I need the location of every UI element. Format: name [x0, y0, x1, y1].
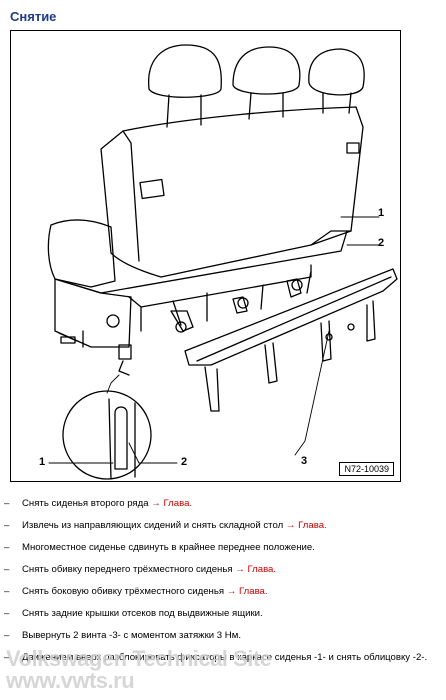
step-text: Снять задние крышки отсеков под выдвижны… — [22, 608, 263, 619]
detail-circle — [62, 390, 152, 480]
backrest — [100, 106, 364, 278]
step-text: Снять сиденья второго ряда — [22, 498, 149, 509]
seat-cushion — [47, 219, 116, 288]
list-item: – Снять сиденья второго ряда → Глава. — [4, 498, 444, 520]
list-item: – Вывернуть 2 винта -3- с моментом затяжк… — [4, 630, 444, 652]
step-text: Многоместное сиденье сдвинуть в крайнее … — [22, 542, 315, 553]
list-dash: – — [4, 564, 10, 575]
step-text: Вывернуть 2 винта -3- с моментом затяжки… — [22, 630, 241, 641]
list-item: – Снять обивку переднего трёхместного сид… — [4, 564, 444, 586]
headrest-right — [308, 48, 365, 96]
step-text: Снять обивку переднего трёхместного сиде… — [22, 564, 233, 575]
step-text: Движением вверх разблокировать фиксаторы… — [22, 652, 428, 663]
seat-illustration — [47, 44, 398, 480]
watermark-line-2: www.vwts.ru — [6, 668, 135, 693]
list-dash: – — [4, 630, 10, 641]
section-title: Снятие — [10, 9, 57, 24]
chapter-link[interactable]: → Глава. — [226, 586, 268, 597]
list-dash: – — [4, 542, 10, 553]
watermark-line-1: Volkswagen Technical Site — [6, 646, 272, 671]
callout-1-detail: 1 — [39, 456, 46, 468]
steps-list: – Снять сиденья второго ряда → Глава. – Из… — [4, 498, 444, 674]
list-item: – Многоместное сиденье сдвинуть в крайнее… — [4, 542, 444, 564]
callout-1: 1 — [378, 207, 385, 219]
list-item: – Движением вверх разблокировать фиксатор… — [4, 652, 444, 674]
watermark: Volkswagen Technical Site www.vwts.ru — [6, 646, 272, 693]
chapter-link[interactable]: → Глава. — [235, 564, 277, 575]
chapter-link[interactable]: → Глава. — [151, 498, 193, 509]
seat-frame — [128, 264, 312, 332]
figure-code: N72-10039 — [339, 462, 394, 476]
headrest-middle — [232, 46, 301, 95]
callout-2: 2 — [378, 237, 385, 249]
list-item: – Снять задние крышки отсеков под выдвижн… — [4, 608, 444, 630]
list-item: – Снять боковую обивку трёхместного сиден… — [4, 586, 444, 608]
callout-2-detail: 2 — [181, 456, 188, 468]
list-dash: – — [4, 652, 10, 663]
trim-panel — [184, 268, 398, 366]
headrest-left — [148, 44, 222, 98]
list-dash: – — [4, 498, 10, 509]
chapter-link[interactable]: → Глава. — [285, 520, 327, 531]
list-dash: – — [4, 586, 10, 597]
callout-3: 3 — [301, 455, 308, 467]
list-item: – Извлечь из направляющих сидений и снять… — [4, 520, 444, 542]
side-panel — [54, 278, 132, 348]
step-text: Снять боковую обивку трёхместного сидень… — [22, 586, 225, 597]
step-text: Извлечь из направляющих сидений и снять … — [22, 520, 284, 531]
seat-diagram: 1 2 3 1 2 N72-10039 — [10, 30, 401, 482]
list-dash: – — [4, 520, 10, 531]
list-dash: – — [4, 608, 10, 619]
